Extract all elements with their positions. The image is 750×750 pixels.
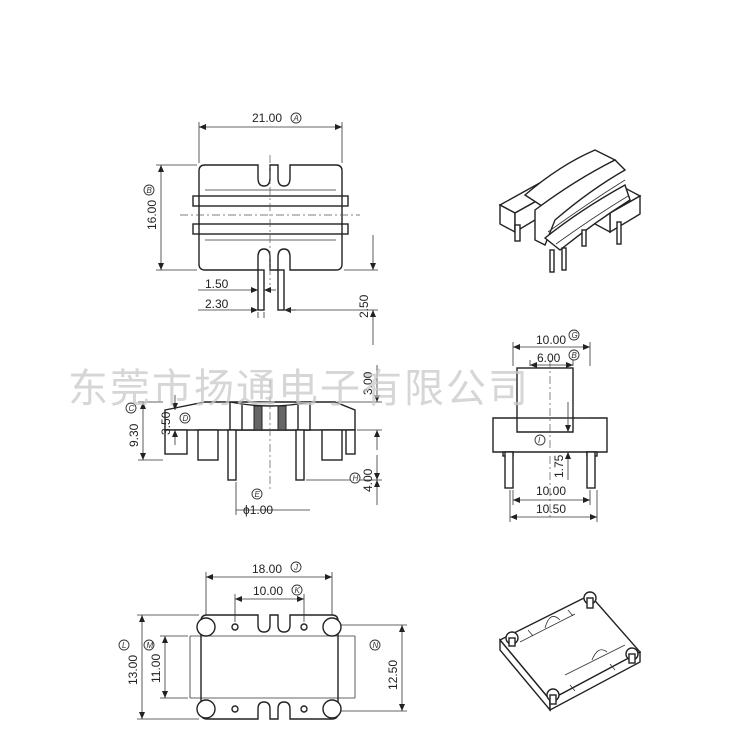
isometric-view-bottom [498, 591, 642, 712]
dim-pin-span: 18.00 [252, 562, 282, 576]
side-view-pin-left [504, 451, 514, 489]
tag-a: A [293, 114, 299, 123]
side-view-pin-right [586, 451, 596, 489]
top-view: 21.00 A 16.00 B 1.50 2.30 2.50 [143, 111, 378, 345]
company-watermark: 东莞市扬通电子有限公司 [68, 366, 530, 412]
tag-g: G [572, 331, 578, 340]
tag-k: K [295, 586, 301, 595]
tag-l: L [122, 641, 126, 650]
bottom-view-pin-br [322, 699, 342, 719]
side-view-top-block [516, 367, 574, 419]
dim-height: 16.00 [145, 200, 159, 230]
dim-side-base-width: 10.00 [536, 484, 566, 498]
tag-b: B [147, 186, 153, 195]
dim-height-right: 12.50 [386, 660, 400, 690]
tag-m: M [147, 641, 154, 650]
dim-pin-pitch: 2.30 [205, 297, 229, 311]
tag-e: E [255, 490, 261, 499]
dim-pin-length-front: 4.00 [361, 468, 375, 492]
side-view: 10.00 G 6.00 B 1.75 I 10.00 10.50 [492, 329, 608, 522]
tag-d: D [183, 414, 189, 423]
dim-side-slot-width: 6.00 [537, 351, 561, 365]
dim-width: 21.00 [252, 111, 282, 125]
isometric-view-top [498, 149, 642, 273]
dim-height-outer: 13.00 [126, 655, 140, 685]
bottom-view-pin-tl [196, 617, 216, 637]
dim-pin-width: 1.50 [205, 277, 229, 291]
dim-height-inner: 11.00 [149, 654, 163, 683]
top-view-flange-lower [192, 223, 349, 235]
tag-b2: B [572, 351, 578, 360]
dim-side-pin-offset: 1.75 [552, 454, 566, 478]
dim-top-height: 3.00 [361, 371, 375, 395]
dim-side-top-width: 10.00 [536, 333, 566, 347]
dim-pin-length: 2.50 [357, 294, 371, 318]
top-view-pin-left [257, 269, 265, 311]
dim-body-height: 3.50 [159, 411, 173, 435]
top-view-outline [198, 164, 343, 271]
bottom-view-pin-tr [322, 617, 342, 637]
tag-h: H [353, 474, 359, 483]
tag-c: C [129, 404, 135, 413]
front-view-pin-right [295, 429, 305, 481]
dim-side-total-width: 10.50 [536, 502, 566, 516]
dim-total-height: 9.30 [127, 423, 141, 447]
tag-n: N [373, 641, 379, 650]
bottom-view-outline [200, 614, 339, 720]
tag-i: I [538, 436, 541, 445]
dim-inner-span: 10.00 [253, 584, 283, 598]
top-view-flange-upper [192, 195, 349, 207]
dim-pin-diameter: ϕ1.00 [243, 503, 273, 517]
bottom-view: 18.00 J 10.00 K 13.00 L 11.00 M 12.50 N [118, 561, 407, 720]
tag-j: J [293, 563, 299, 572]
top-view-pin-right [277, 269, 285, 311]
front-view-pin-left [227, 429, 237, 481]
bottom-view-pin-bl [196, 699, 216, 719]
front-view: 9.30 C 3.50 D 3.00 4.00 H ϕ1.00 E [125, 365, 382, 517]
